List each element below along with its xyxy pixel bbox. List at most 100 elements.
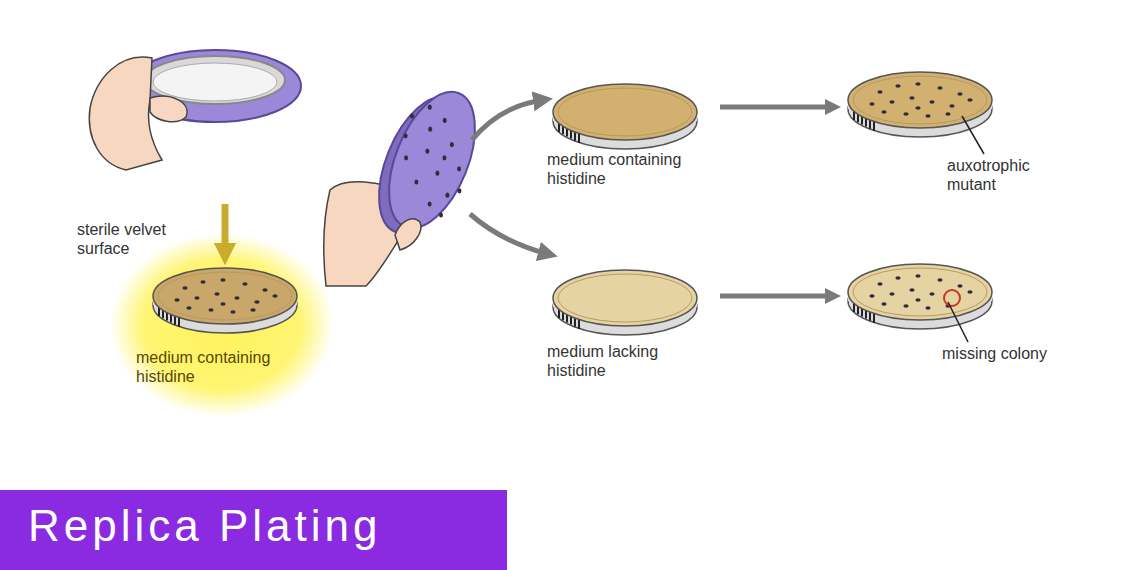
petri-dishes <box>153 72 992 335</box>
title: Replica Plating <box>28 496 382 556</box>
colony <box>234 296 239 300</box>
colony <box>945 112 950 116</box>
plate-label: medium lacking histidine <box>547 342 717 380</box>
colony <box>929 292 934 296</box>
transfer-arrow <box>472 100 543 140</box>
colony <box>889 100 894 104</box>
agar-medium <box>848 264 992 320</box>
colony <box>869 294 874 298</box>
colony <box>937 86 942 90</box>
petri-dish <box>553 84 697 149</box>
plate-label: missing colony <box>942 344 1092 363</box>
velvet-inner <box>153 63 277 101</box>
colony <box>881 110 886 114</box>
petri-dish <box>848 72 992 137</box>
colony <box>445 193 449 198</box>
dish-rim <box>558 274 692 322</box>
agar-medium <box>553 84 697 140</box>
plate-label: auxotrophic mutant <box>947 156 1077 194</box>
dish-rim <box>853 76 987 124</box>
colony <box>428 105 432 110</box>
colony <box>435 171 439 176</box>
colony <box>220 302 225 306</box>
colony <box>439 212 443 217</box>
colony <box>957 284 962 288</box>
dish-rim <box>158 272 292 320</box>
process-arrow <box>222 204 229 254</box>
colony <box>214 292 219 296</box>
colony <box>903 112 908 116</box>
colony <box>174 298 179 302</box>
petri-dish-node: auxotrophic mutant <box>847 70 993 132</box>
colony <box>442 155 446 160</box>
petri-dish-node: medium lacking histidine <box>552 268 698 330</box>
plate-label: sterile velvet surface <box>77 220 202 258</box>
colony <box>925 306 930 310</box>
petri-dish <box>848 264 992 329</box>
petri-dish <box>553 270 697 335</box>
petri-dish-node: medium containing histidine <box>552 82 698 144</box>
colony <box>404 155 408 160</box>
colony <box>220 278 225 282</box>
agar-medium <box>553 270 697 326</box>
petri-dish-node: missing colony <box>847 262 993 324</box>
petri-dish <box>153 268 297 333</box>
colony <box>200 280 205 284</box>
colony <box>909 96 914 100</box>
colony <box>967 290 972 294</box>
agar-medium <box>153 268 297 324</box>
colony <box>262 288 267 292</box>
colony <box>957 92 962 96</box>
colony <box>949 104 954 108</box>
leader-line <box>962 116 984 154</box>
colony <box>967 98 972 102</box>
title-banner <box>0 490 507 570</box>
colony <box>428 127 432 132</box>
leader-line <box>948 302 968 342</box>
colony <box>194 296 199 300</box>
hand-thumb <box>150 96 187 122</box>
dish-rim <box>853 268 987 316</box>
colony <box>250 308 255 312</box>
transfer-arrow <box>470 214 548 254</box>
colony <box>915 274 920 278</box>
agar-medium <box>848 72 992 128</box>
colony <box>877 90 882 94</box>
colony <box>889 292 894 296</box>
plate-label: medium containing histidine <box>136 348 306 386</box>
colony <box>230 310 235 314</box>
colony <box>272 294 277 298</box>
colony <box>425 149 429 154</box>
process-arrow <box>720 105 833 110</box>
colony <box>937 278 942 282</box>
colony <box>404 133 408 138</box>
colony <box>903 304 908 308</box>
colony <box>208 308 213 312</box>
colony <box>929 100 934 104</box>
colony <box>186 306 191 310</box>
velvet-stamp <box>362 80 493 245</box>
hand <box>89 57 187 170</box>
colony <box>254 300 259 304</box>
process-arrow <box>720 294 833 299</box>
colony <box>428 201 432 206</box>
velvet-rim <box>129 50 301 122</box>
petri-dish-node: medium containing histidine <box>150 262 300 328</box>
colony <box>915 106 920 110</box>
colony <box>450 142 454 147</box>
colony <box>242 282 247 286</box>
colony <box>915 82 920 86</box>
colony <box>909 288 914 292</box>
colony <box>414 179 418 184</box>
missing-colony-marker <box>944 290 960 306</box>
colony <box>881 302 886 306</box>
colony <box>925 114 930 118</box>
colony <box>410 113 414 118</box>
highlight-glow <box>110 233 334 417</box>
colony <box>895 276 900 280</box>
colony <box>457 166 461 171</box>
hand-thumb <box>395 219 421 250</box>
